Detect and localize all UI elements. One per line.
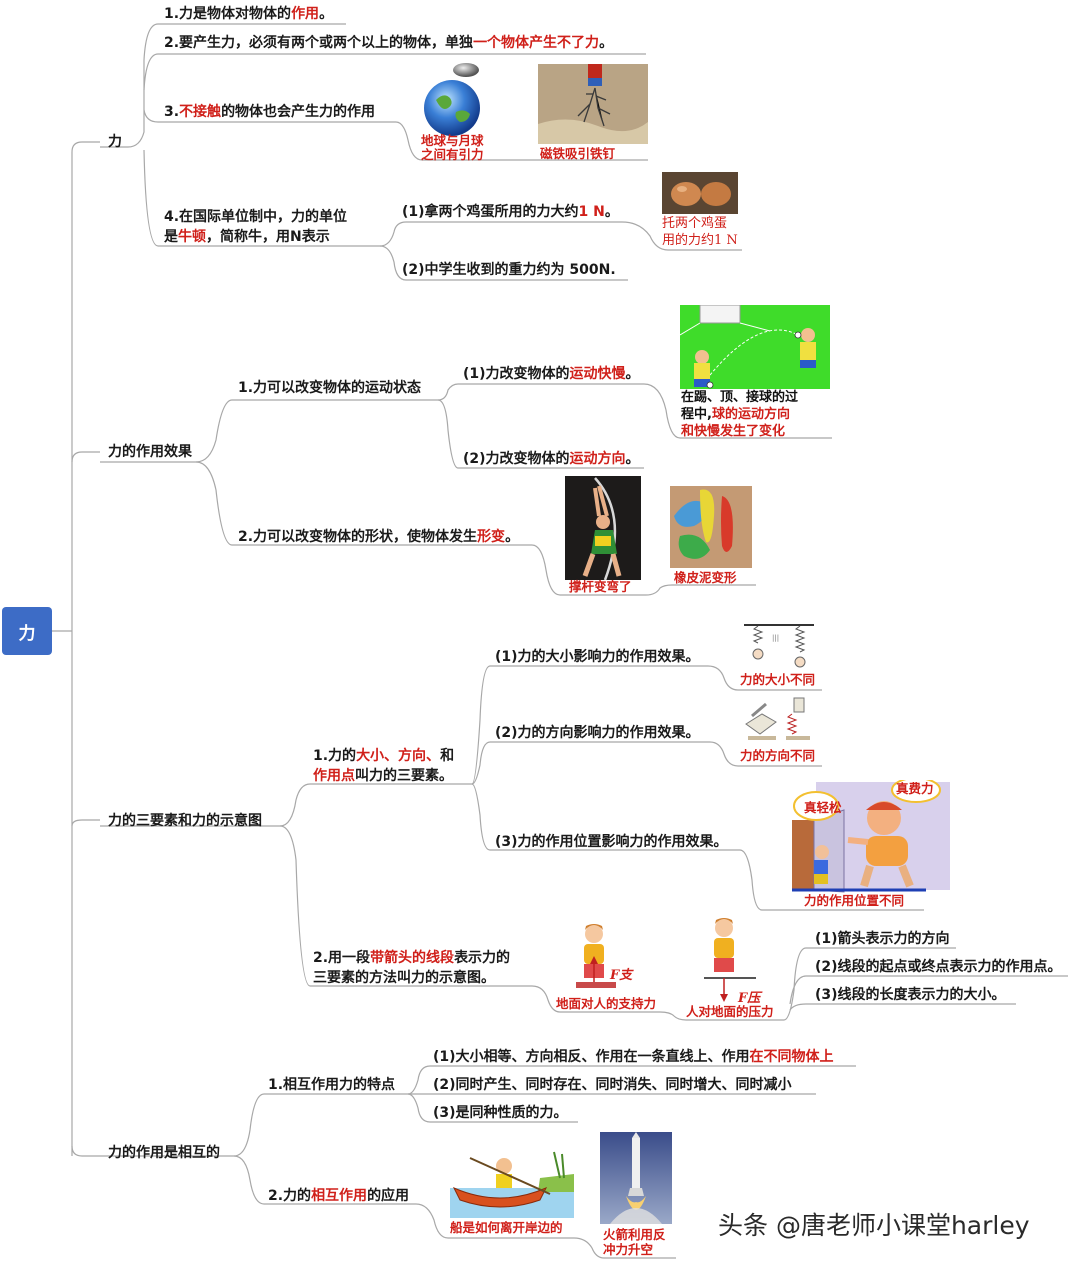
springs-image: ||| bbox=[742, 622, 816, 672]
elements-item-2-sub-3: (3)线段的长度表示力的大小。 bbox=[815, 986, 1006, 1004]
force-item-1: 1.力是物体对物体的作用。 bbox=[164, 5, 333, 23]
force-item-3: 3.不接触的物体也会产生力的作用 bbox=[164, 103, 375, 121]
door-push-image bbox=[792, 780, 952, 894]
soccer-caption-3: 和快慢发生了变化 bbox=[681, 423, 785, 440]
rocket-caption-1: 火箭利用反 bbox=[603, 1227, 666, 1243]
pressure-caption: 人对地面的压力 bbox=[686, 1004, 774, 1020]
rocket-caption-2: 冲力升空 bbox=[603, 1242, 653, 1258]
root-node[interactable]: 力 bbox=[2, 607, 52, 655]
elements-item-2-sub-1: (1)箭头表示力的方向 bbox=[815, 930, 950, 948]
branch-mutual-label[interactable]: 力的作用是相互的 bbox=[108, 1144, 220, 1162]
mutual-item-1-sub-2: (2)同时产生、同时存在、同时消失、同时增大、同时减小 bbox=[433, 1076, 792, 1094]
branch-elements-label[interactable]: 力的三要素和力的示意图 bbox=[108, 812, 262, 830]
earth-moon-caption-2: 之间有引力 bbox=[421, 147, 484, 163]
support-caption: 地面对人的支持力 bbox=[556, 996, 656, 1012]
mutual-item-2: 2.力的相互作用的应用 bbox=[268, 1187, 409, 1205]
earth-moon-image bbox=[414, 60, 496, 136]
pole-caption: 撑杆变弯了 bbox=[569, 579, 632, 595]
elements-item-2-sub-2: (2)线段的起点或终点表示力的作用点。 bbox=[815, 958, 1062, 976]
bubble-easy: 真轻松 bbox=[804, 800, 842, 816]
force-item-4-line1: 4.在国际单位制中，力的单位 bbox=[164, 208, 347, 226]
branch-effects-label[interactable]: 力的作用效果 bbox=[108, 443, 192, 461]
force-item-4-sub-2: (2)中学生收到的重力约为 500N. bbox=[402, 261, 616, 279]
elements-item-1-sub-1: (1)力的大小影响力的作用效果。 bbox=[495, 648, 700, 666]
watermark: 头条 @唐老师小课堂harley bbox=[718, 1206, 1030, 1242]
force-item-2: 2.要产生力，必须有两个或两个以上的物体，单独一个物体产生不了力。 bbox=[164, 34, 613, 52]
elements-item-1-sub-2: (2)力的方向影响力的作用效果。 bbox=[495, 724, 700, 742]
direction-caption: 力的方向不同 bbox=[740, 748, 815, 764]
effects-item-1: 1.力可以改变物体的运动状态 bbox=[238, 379, 421, 397]
soccer-caption-2: 程中,球的运动方向 bbox=[681, 406, 790, 423]
force-item-4-line2: 是牛顿，简称牛，用N表示 bbox=[164, 228, 330, 246]
rocket-image bbox=[600, 1132, 672, 1224]
effects-item-1-sub-2: (2)力改变物体的运动方向。 bbox=[463, 450, 640, 468]
elements-item-1-line1: 1.力的大小、方向、和 bbox=[313, 747, 454, 765]
mutual-item-1-sub-1: (1)大小相等、方向相反、作用在一条直线上、作用在不同物体上 bbox=[433, 1048, 834, 1066]
position-caption: 力的作用位置不同 bbox=[804, 893, 904, 909]
clay-image bbox=[670, 486, 752, 568]
soccer-image bbox=[680, 305, 830, 389]
eggs-image bbox=[662, 172, 738, 214]
f-support-label: F支 bbox=[610, 967, 632, 984]
mutual-item-1: 1.相互作用力的特点 bbox=[268, 1076, 395, 1094]
eggs-caption-1: 托两个鸡蛋 bbox=[662, 215, 727, 232]
direction-image bbox=[742, 696, 816, 746]
effects-item-1-sub-1: (1)力改变物体的运动快慢。 bbox=[463, 365, 640, 383]
magnet-nails-image bbox=[538, 64, 648, 144]
eggs-caption-2: 用的力约1 N bbox=[662, 232, 738, 249]
boat-image bbox=[450, 1148, 574, 1218]
clay-caption: 橡皮泥变形 bbox=[674, 570, 737, 586]
force-item-4-sub-1: (1)拿两个鸡蛋所用的力大约1 N。 bbox=[402, 203, 619, 221]
elements-item-2-line2: 三要素的方法叫力的示意图。 bbox=[313, 969, 495, 987]
soccer-caption-1: 在踢、顶、接球的过 bbox=[681, 389, 798, 406]
svg-text:|||: ||| bbox=[772, 634, 779, 642]
bubble-hard: 真费力 bbox=[896, 781, 934, 797]
boat-caption: 船是如何离开岸边的 bbox=[450, 1220, 563, 1236]
root-label: 力 bbox=[19, 619, 36, 644]
branch-force-label[interactable]: 力 bbox=[108, 133, 122, 151]
elements-item-1-line2: 作用点叫力的三要素。 bbox=[313, 767, 453, 785]
mutual-item-1-sub-3: (3)是同种性质的力。 bbox=[433, 1104, 568, 1122]
elements-item-2-line1: 2.用一段带箭头的线段表示力的 bbox=[313, 949, 510, 967]
magnet-caption: 磁铁吸引铁钉 bbox=[540, 146, 615, 162]
pole-vault-image bbox=[565, 476, 641, 580]
size-caption: 力的大小不同 bbox=[740, 672, 815, 688]
elements-item-1-sub-3: (3)力的作用位置影响力的作用效果。 bbox=[495, 833, 728, 851]
effects-item-2: 2.力可以改变物体的形状，使物体发生形变。 bbox=[238, 528, 519, 546]
